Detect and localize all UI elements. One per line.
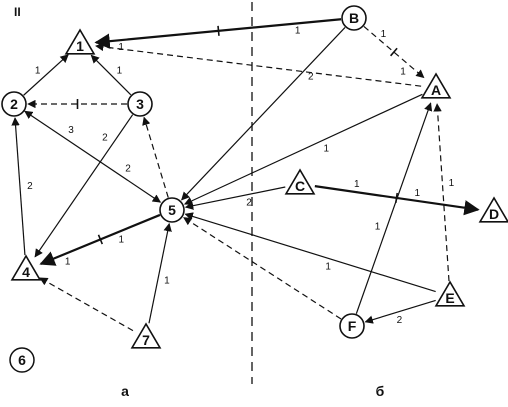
edge-weight-label: 1 [325, 262, 331, 273]
node-circle [127, 91, 153, 117]
edge-weight-label: 3 [68, 125, 74, 136]
node-B: B [341, 5, 367, 31]
node-label: B [349, 10, 359, 26]
edge-tick-B-A [390, 47, 398, 57]
edge-E-5 [184, 212, 436, 293]
figure-number-circle [9, 347, 35, 373]
node-label: A [431, 82, 441, 98]
node-triangle [434, 280, 466, 307]
node-label: 5 [168, 202, 176, 218]
node-F: F [339, 313, 365, 339]
node-triangle [478, 196, 508, 223]
edge-A-5 [183, 93, 423, 205]
edge-B-A [363, 25, 425, 79]
edge-weight-label: 1 [117, 66, 123, 77]
node-1: 1 [64, 28, 96, 55]
node-label: 7 [142, 332, 150, 348]
edge-5-3 [142, 116, 169, 198]
node-triangle [10, 254, 42, 281]
edge-weight-label: 1 [449, 178, 455, 189]
edge-F-5 [183, 217, 342, 320]
node-A: A [420, 72, 452, 99]
nodes-layer: 1 2 3 4 5 7 B A C D E F [1, 5, 508, 349]
node-triangle [130, 322, 162, 349]
edge-weight-label: 1 [324, 144, 330, 155]
edge-3-1 [90, 54, 132, 96]
node-label: D [489, 206, 499, 222]
edge-weight-label: 2 [397, 315, 403, 326]
node-label: 1 [76, 38, 84, 54]
edge-weight-label: 1 [381, 29, 387, 40]
node-E: E [434, 280, 466, 307]
edge-weight-label: 1 [119, 234, 125, 245]
edge-weight-label: 1 [65, 257, 71, 268]
node-label: 2 [10, 96, 18, 112]
edge-E-A [433, 103, 450, 282]
edge-weight-label: 2 [102, 132, 108, 143]
edge-weight-label: 2 [246, 198, 252, 209]
node-label: E [445, 290, 454, 306]
panel-label-right: б [376, 383, 385, 399]
edge-F-A [355, 102, 433, 314]
edge-4-2 [11, 117, 26, 256]
edge-weight-label: 1 [400, 67, 406, 78]
edge-E-F [364, 299, 436, 324]
edge-weight-label: 2 [27, 181, 33, 192]
edge-weight-label: 1 [118, 42, 124, 53]
node-5: 5 [159, 197, 185, 223]
edge-weight-label: 2 [125, 163, 131, 174]
edge-weight-label: 1 [354, 179, 360, 190]
edge-weight-label: 1 [35, 65, 41, 76]
edge-tick-B-1 [217, 25, 220, 36]
corner-label: II [14, 5, 21, 19]
node-circle [341, 5, 367, 31]
node-label: F [348, 318, 357, 334]
edge-A-1 [95, 42, 422, 87]
node-circle [339, 313, 365, 339]
node-triangle [284, 168, 316, 195]
node-D: D [478, 196, 508, 223]
node-label: 4 [22, 264, 30, 280]
node-label: 3 [136, 96, 144, 112]
edge-B-5 [181, 27, 346, 201]
edge-7-5 [148, 222, 172, 324]
edge-2-5 [24, 110, 162, 203]
edge-C-5 [184, 186, 286, 210]
node-C: C [284, 168, 316, 195]
edge-7-4 [39, 277, 134, 332]
node-3: 3 [127, 91, 153, 117]
panel-label-left: a [121, 383, 129, 399]
node-label: C [295, 178, 305, 194]
edge-2-1 [23, 54, 69, 96]
edges-layer: 1 1 1 1 3 2 2 2 1 1 1 1 1 2 1 2 1 1 1 1 1 2 [11, 18, 480, 332]
edge-weight-label: 1 [295, 25, 301, 36]
figure-number: 6 [18, 352, 26, 368]
edge-weight-label: 1 [164, 275, 170, 286]
node-2: 2 [1, 91, 27, 117]
edge-tick-5-4 [97, 234, 104, 245]
node-circle [159, 197, 185, 223]
node-7: 7 [130, 322, 162, 349]
node-4: 4 [10, 254, 42, 281]
node-triangle [420, 72, 452, 99]
edge-weight-label: 1 [414, 188, 420, 199]
node-circle [1, 91, 27, 117]
edge-weight-label: 1 [375, 221, 381, 232]
node-triangle [64, 28, 96, 55]
edge-weight-label: 2 [308, 72, 314, 83]
edge-3-4 [34, 114, 134, 258]
